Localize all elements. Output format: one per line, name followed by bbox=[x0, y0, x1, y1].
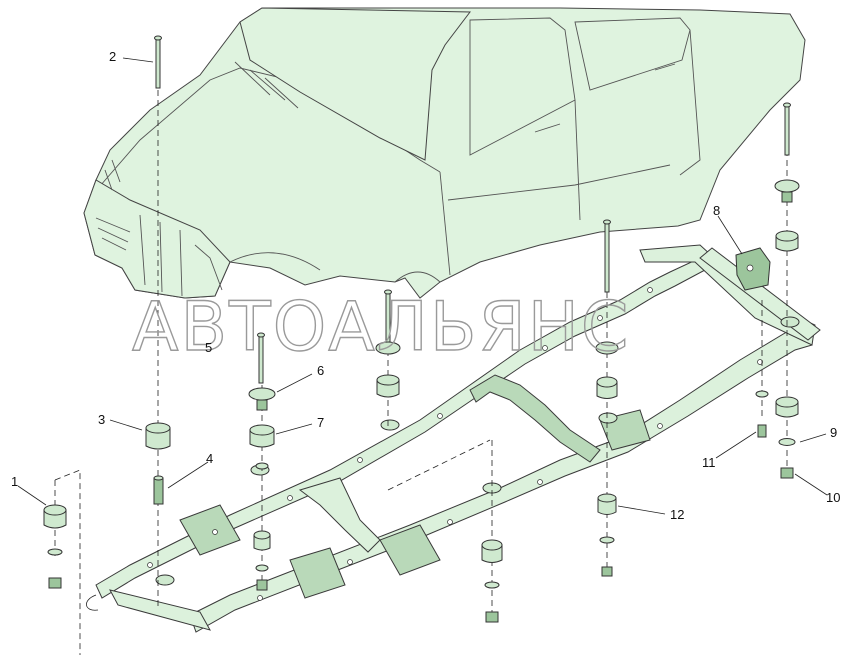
cushion-12 bbox=[597, 493, 617, 577]
callout-labels: 1 2 3 4 5 6 7 8 9 10 11 12 bbox=[11, 49, 840, 522]
bolt-5 bbox=[257, 332, 265, 384]
callout-11: 11 bbox=[702, 455, 716, 470]
callout-10: 10 bbox=[826, 490, 840, 505]
callout-8: 8 bbox=[713, 203, 720, 218]
frame-holes bbox=[147, 287, 763, 601]
callout-12: 12 bbox=[670, 507, 684, 522]
callout-1: 1 bbox=[11, 474, 18, 489]
washer-6 bbox=[248, 387, 276, 411]
bolt-column-607 bbox=[595, 219, 619, 399]
callout-2: 2 bbox=[109, 49, 116, 64]
bolt-column-787 bbox=[774, 102, 800, 252]
chassis-frame bbox=[86, 244, 821, 633]
watermark: АВТОАЛЬЯНС bbox=[132, 288, 630, 367]
lower-mount-center bbox=[481, 539, 503, 623]
callout-5: 5 bbox=[205, 340, 212, 355]
callout-9: 9 bbox=[830, 425, 837, 440]
cushion-7 bbox=[249, 424, 275, 470]
bracket-8 bbox=[735, 247, 771, 291]
callout-4: 4 bbox=[206, 451, 213, 466]
spacer-sleeve-4 bbox=[153, 475, 164, 505]
car-body bbox=[83, 7, 806, 299]
bolt-column-388 bbox=[375, 289, 401, 398]
leader-lines bbox=[17, 57, 828, 515]
lower-mount-left bbox=[253, 530, 271, 591]
cushion-9 bbox=[775, 396, 799, 446]
cushion-3 bbox=[145, 422, 171, 450]
callout-7: 7 bbox=[317, 415, 324, 430]
cushion-1 bbox=[43, 504, 67, 589]
callout-3: 3 bbox=[98, 412, 105, 427]
nut-10 bbox=[780, 467, 794, 479]
bolt-long-2 bbox=[154, 35, 162, 89]
bolt-11 bbox=[755, 390, 769, 438]
callout-6: 6 bbox=[317, 363, 324, 378]
